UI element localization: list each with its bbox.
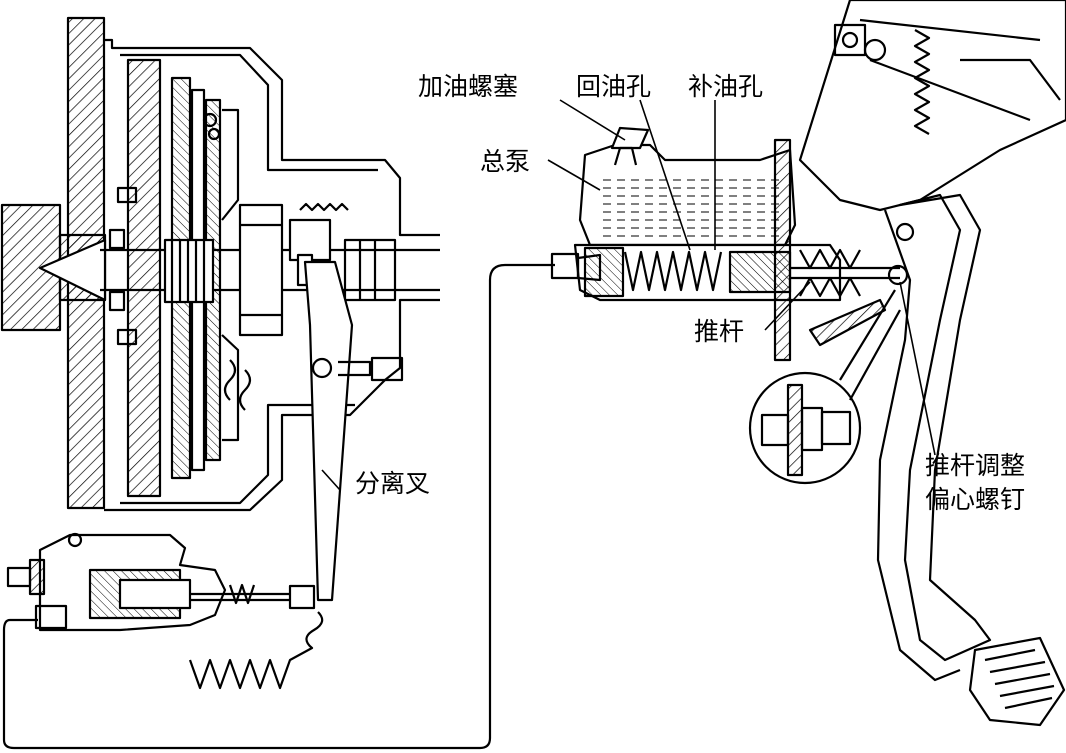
hydraulic-line <box>2 263 555 750</box>
label-release-fork: 分离叉 <box>355 469 431 498</box>
release-fork-lever <box>303 260 404 602</box>
label-return-hole: 回油孔 <box>576 72 652 101</box>
clutch-pedal <box>798 0 1066 727</box>
eccentric-screw-detail <box>748 289 901 485</box>
label-push-rod: 推杆 <box>694 317 745 346</box>
master-cylinder <box>550 126 900 362</box>
leader-lines <box>321 99 936 491</box>
label-adjust-line2: 偏心螺钉 <box>925 485 1026 514</box>
label-filler-plug: 加油螺塞 <box>418 72 519 101</box>
return-spring <box>188 611 324 690</box>
slave-cylinder <box>6 532 316 632</box>
label-fill-hole: 补油孔 <box>688 72 764 101</box>
label-master-cylinder: 总泵 <box>480 147 531 176</box>
label-adjust-line1: 推杆调整 <box>925 451 1026 480</box>
flywheel-housing <box>0 16 440 512</box>
